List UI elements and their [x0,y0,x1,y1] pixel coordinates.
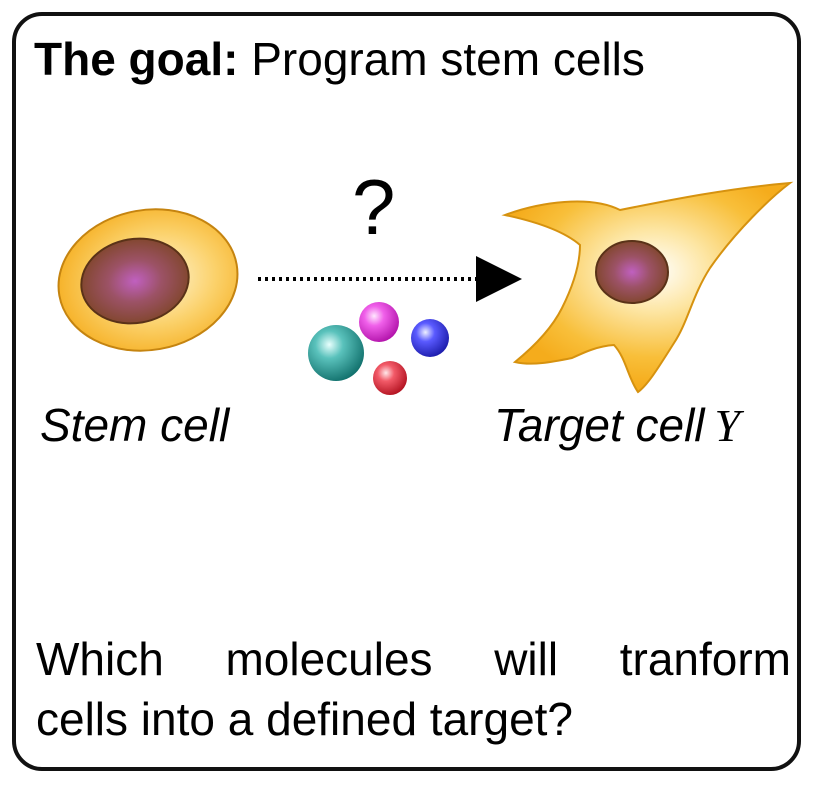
target-cell-icon [501,181,794,394]
title-bold: The goal: [34,33,239,85]
target-cell-label-text: Target cell [494,399,705,451]
question-mark: ? [352,163,396,251]
title-rest: Program stem cells [251,33,645,85]
question-text: Which molecules will tranform cells into… [36,630,791,750]
stem-cell-label: Stem cell [40,399,230,451]
question-line-2: cells into a defined target? [36,692,574,745]
molecules-icon [308,302,449,395]
question-line-1: Which molecules will tranform [36,633,791,685]
panel-title: The goal: Program stem cells [34,34,645,85]
target-variable: Y [714,400,741,451]
dotted-arrow-icon [258,256,522,302]
goal-panel [12,12,801,771]
stem-cell-icon [57,208,239,352]
